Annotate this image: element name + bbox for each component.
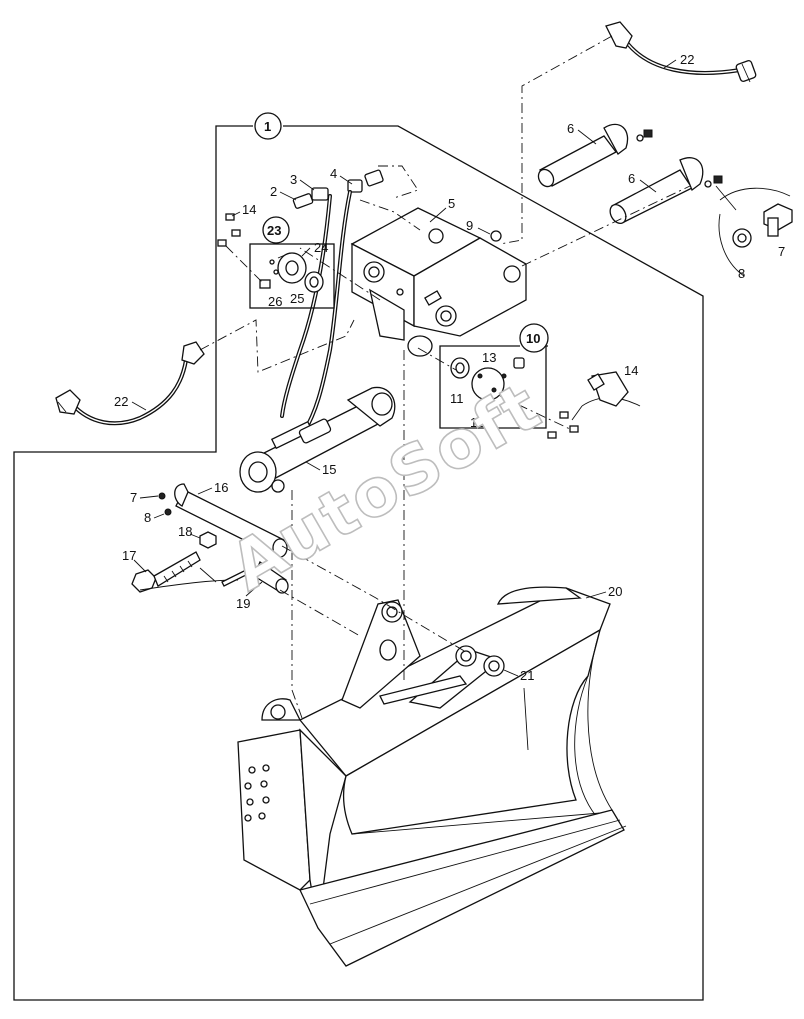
- callout-19: 19: [236, 596, 250, 611]
- callout-24: 24: [314, 240, 328, 255]
- callout-26: 26: [268, 294, 282, 309]
- callout-1-circle: [254, 112, 282, 140]
- seal-25: [304, 271, 324, 293]
- callout-25: 25: [290, 291, 304, 306]
- bearing-24: [277, 252, 307, 284]
- callout-2: 2: [270, 184, 277, 199]
- callout-14-right: 14: [624, 363, 638, 378]
- callout-4: 4: [330, 166, 337, 181]
- hydraulic-cylinder-15: [239, 386, 396, 493]
- callout-17: 17: [122, 548, 136, 563]
- callout-15: 15: [322, 462, 336, 477]
- callout-7-right: 7: [778, 244, 785, 259]
- callout-10: 10: [526, 331, 540, 346]
- pin-16: [174, 483, 288, 558]
- callout-10-circle: [519, 323, 549, 353]
- callout-14-upper: 14: [242, 202, 256, 217]
- pin-6-lower: [609, 157, 723, 224]
- callout-3: 3: [290, 172, 297, 187]
- screw-14-upper: [217, 213, 241, 247]
- callout-1: 1: [264, 119, 271, 134]
- callout-13: 13: [482, 350, 496, 365]
- callout-11: 11: [450, 391, 464, 406]
- callout-22-left: 22: [114, 394, 128, 409]
- plate-12: [471, 367, 505, 401]
- mounting-bracket-5: [350, 207, 527, 357]
- fittings-2-3-4: [292, 169, 384, 209]
- callout-5: 5: [448, 196, 455, 211]
- hose-22-left: [55, 341, 205, 426]
- callout-23-circle: [262, 216, 290, 244]
- bolt-7-right: [763, 203, 793, 237]
- callout-18: 18: [178, 524, 192, 539]
- washer-8-right: [732, 228, 752, 248]
- hydraulic-hoses: [280, 190, 352, 434]
- nut-18: [199, 531, 217, 549]
- assembly-1-boundary: [13, 125, 704, 1001]
- callout-23: 23: [267, 223, 281, 238]
- callout-7-left: 7: [130, 490, 137, 505]
- callout-6-upper: 6: [567, 121, 574, 136]
- callout-20: 20: [608, 584, 622, 599]
- sleeve-19: [221, 561, 289, 594]
- pin-6-upper: [537, 123, 653, 188]
- callout-16: 16: [214, 480, 228, 495]
- callout-9: 9: [466, 218, 473, 233]
- detail-box-23: [249, 243, 335, 309]
- bushing-11: [450, 357, 470, 379]
- callout-22-top: 22: [680, 52, 694, 67]
- callout-8-left: 8: [144, 510, 151, 525]
- callout-21: 21: [520, 668, 534, 683]
- bolt-14-right: [587, 371, 629, 407]
- fitting-26: [259, 279, 271, 289]
- bucket-20: [237, 586, 627, 967]
- callout-6-lower: 6: [628, 171, 635, 186]
- nipple-13: [501, 357, 525, 379]
- hose-22-top: [605, 21, 757, 83]
- callout-12: 12: [470, 415, 484, 430]
- callout-8-right: 8: [738, 266, 745, 281]
